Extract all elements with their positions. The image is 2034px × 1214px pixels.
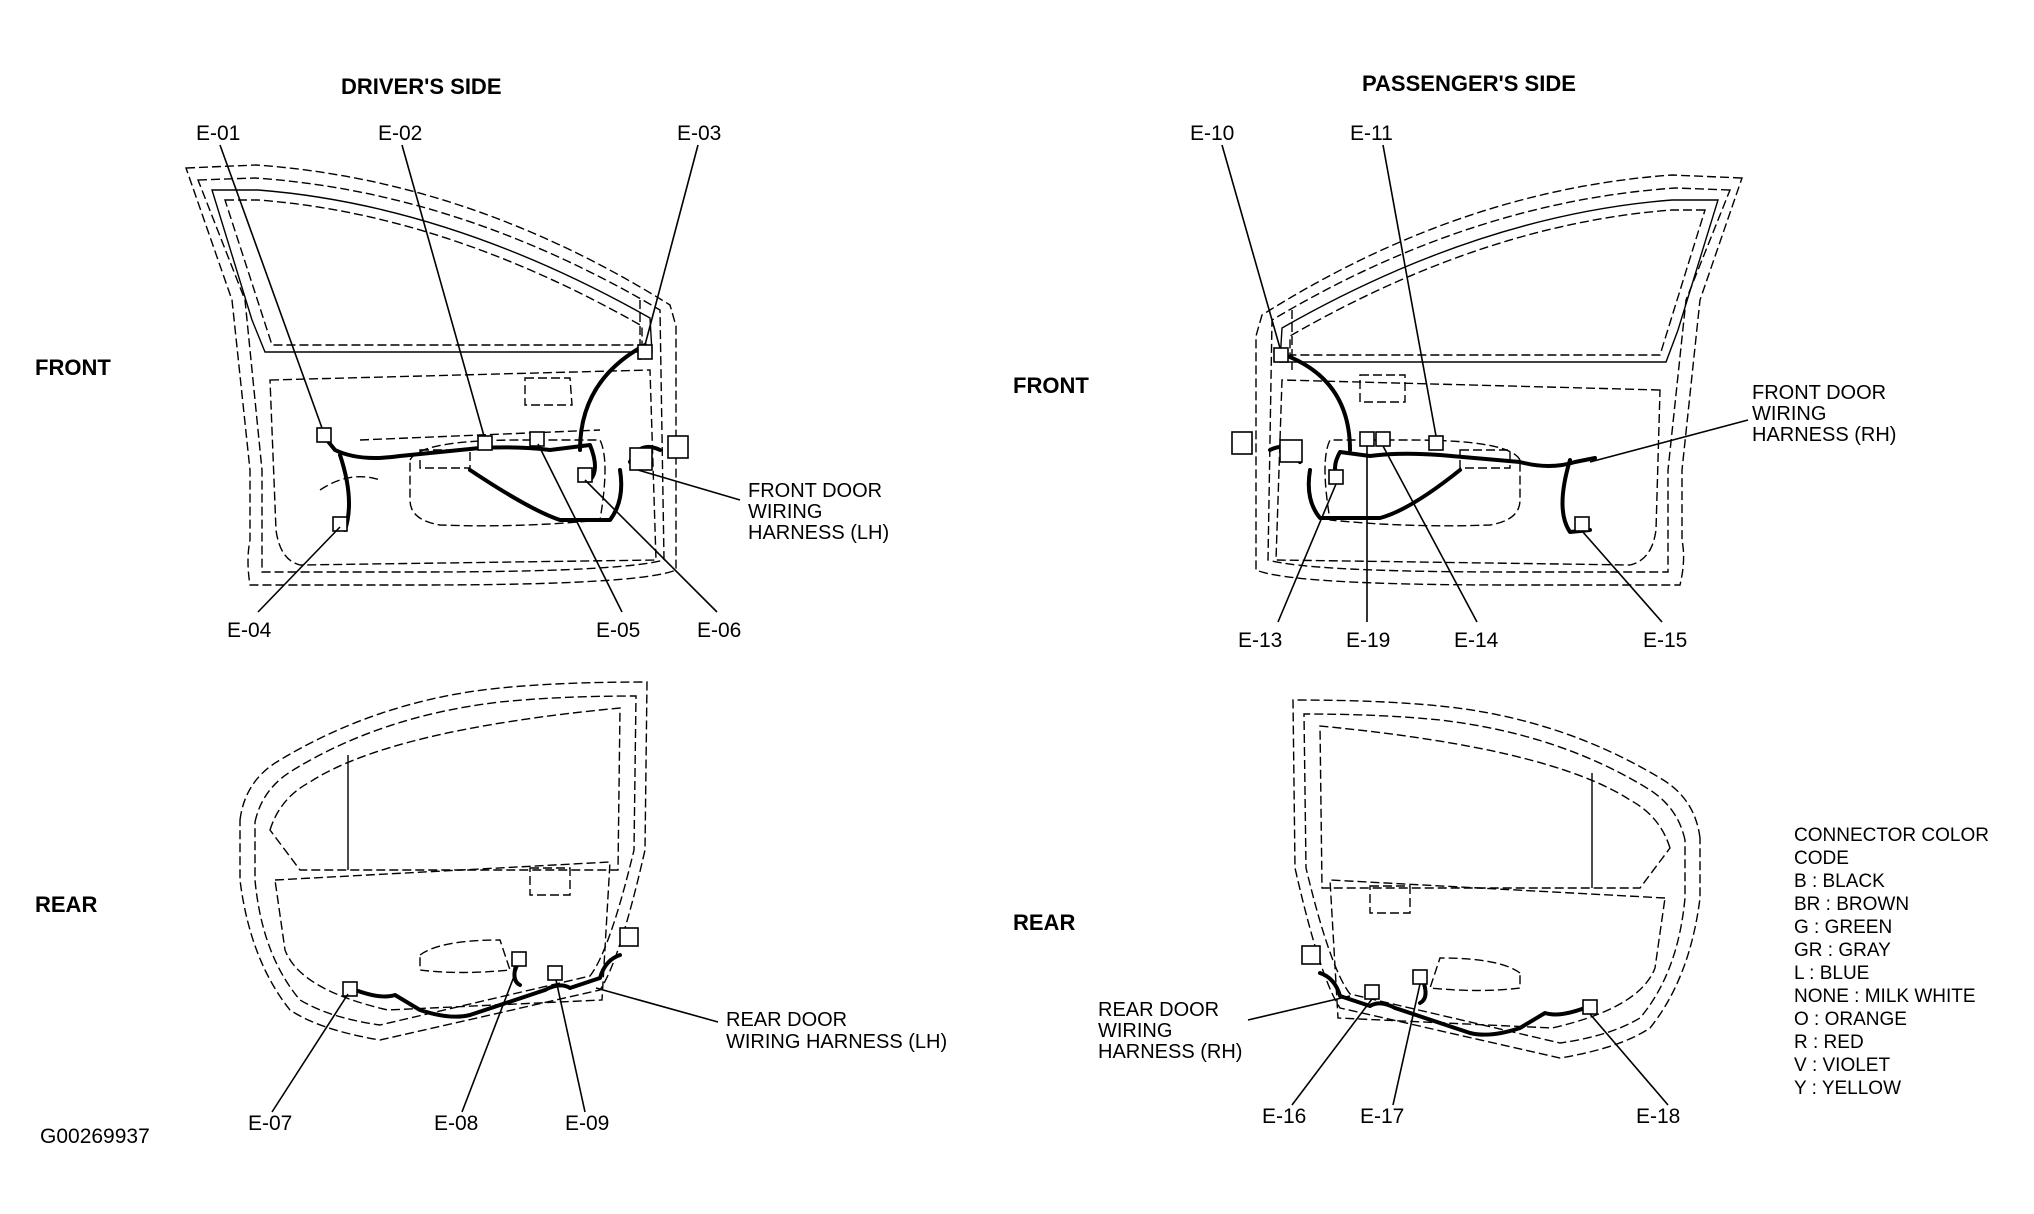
- legend-item: O : ORANGE: [1794, 1009, 1907, 1030]
- label-e09: E-09: [565, 1112, 609, 1135]
- label-e15: E-15: [1643, 629, 1687, 652]
- legend-item: B : BLACK: [1794, 871, 1885, 892]
- front-rh-line-1: FRONT DOOR: [1752, 382, 1886, 404]
- rear-rh-line-2: WIRING: [1098, 1020, 1172, 1042]
- legend-item: GR : GRAY: [1794, 940, 1891, 961]
- label-e05: E-05: [596, 619, 640, 642]
- legend-title: CONNECTOR COLOR CODE: [1794, 825, 1994, 869]
- connector-e05: [529, 431, 545, 447]
- connector-e18: [1582, 999, 1598, 1015]
- connector-e17: [1412, 969, 1428, 985]
- rear-lh-line-1: REAR DOOR: [726, 1009, 847, 1031]
- rear-rh-line-3: HARNESS (RH): [1098, 1041, 1242, 1063]
- front-door-harness-lh: FRONT DOOR WIRING HARNESS (LH): [748, 480, 889, 544]
- label-e10: E-10: [1190, 122, 1234, 145]
- legend-item: Y : YELLOW: [1794, 1078, 1901, 1099]
- connector-e15: [1574, 516, 1590, 532]
- connector-e04: [332, 516, 348, 532]
- connector-e16: [1364, 984, 1380, 1000]
- front-rh-line-3: HARNESS (RH): [1752, 424, 1896, 446]
- label-e19: E-19: [1346, 629, 1390, 652]
- connector-e13: [1328, 469, 1344, 485]
- driver-rear-door: [239, 681, 648, 1041]
- connector-front-lh-plug-2: [667, 435, 689, 459]
- passengers-side-header: PASSENGER'S SIDE: [1362, 71, 1576, 96]
- passenger-rear-door: [1292, 699, 1701, 1059]
- connector-front-rh-plug: [1279, 439, 1303, 463]
- label-e16: E-16: [1262, 1105, 1306, 1128]
- connector-color-legend: CONNECTOR COLOR CODE B : BLACK BR : BROW…: [1794, 825, 1994, 1099]
- rear-door-harness-rh: REAR DOOR WIRING HARNESS (RH): [1098, 999, 1242, 1063]
- legend-title-line-2: CODE: [1794, 848, 1849, 869]
- connector-e02: [477, 435, 493, 451]
- label-e08: E-08: [434, 1112, 478, 1135]
- connector-e07: [342, 981, 358, 997]
- connector-front-lh-plug: [629, 447, 653, 471]
- rear-row-label-right: REAR: [1013, 910, 1075, 935]
- connector-rear-rh-plug: [1301, 945, 1321, 965]
- rear-lh-line-2: WIRING HARNESS (LH): [726, 1031, 947, 1053]
- connector-e19: [1359, 431, 1375, 447]
- drivers-side-header: DRIVER'S SIDE: [341, 74, 502, 99]
- label-e02: E-02: [378, 122, 422, 145]
- rear-rh-line-1: REAR DOOR: [1098, 999, 1219, 1021]
- connector-rear-lh-plug: [619, 927, 639, 947]
- label-e01: E-01: [196, 122, 240, 145]
- label-e07: E-07: [248, 1112, 292, 1135]
- label-e17: E-17: [1360, 1105, 1404, 1128]
- connector-e14: [1375, 431, 1391, 447]
- label-e06: E-06: [697, 619, 741, 642]
- label-e14: E-14: [1454, 629, 1499, 652]
- legend-title-line-1: CONNECTOR COLOR: [1794, 825, 1989, 846]
- label-e18: E-18: [1636, 1105, 1680, 1128]
- passenger-front-door: [1231, 174, 1743, 586]
- driver-front-door: [185, 164, 689, 586]
- legend-item: G : GREEN: [1794, 917, 1892, 938]
- front-door-harness-rh: FRONT DOOR WIRING HARNESS (RH): [1752, 382, 1896, 446]
- connector-e11: [1428, 435, 1444, 451]
- legend-item: L : BLUE: [1794, 963, 1869, 984]
- front-lh-line-2: WIRING: [748, 501, 822, 523]
- connector-e09: [547, 965, 563, 981]
- connector-e06: [577, 467, 593, 483]
- connector-e03: [637, 344, 653, 360]
- front-row-label-right: FRONT: [1013, 373, 1089, 398]
- label-e13: E-13: [1238, 629, 1282, 652]
- rear-row-label-left: REAR: [35, 892, 97, 917]
- front-row-label-left: FRONT: [35, 355, 111, 380]
- connector-front-rh-plug-2: [1231, 431, 1253, 455]
- figure-id: G00269937: [40, 1125, 150, 1148]
- connector-e08: [511, 951, 527, 967]
- label-e11: E-11: [1350, 122, 1393, 145]
- label-e03: E-03: [677, 122, 721, 145]
- front-rh-line-2: WIRING: [1752, 403, 1826, 425]
- legend-item: R : RED: [1794, 1032, 1864, 1053]
- connector-e01: [316, 427, 332, 443]
- legend-item: BR : BROWN: [1794, 894, 1909, 915]
- legend-item: NONE : MILK WHITE: [1794, 986, 1976, 1007]
- front-lh-line-3: HARNESS (LH): [748, 522, 889, 544]
- rear-door-harness-lh: REAR DOOR WIRING HARNESS (LH): [726, 1009, 947, 1053]
- label-e04: E-04: [227, 619, 272, 642]
- front-lh-line-1: FRONT DOOR: [748, 480, 882, 502]
- legend-item: V : VIOLET: [1794, 1055, 1890, 1076]
- connector-e10: [1273, 347, 1289, 363]
